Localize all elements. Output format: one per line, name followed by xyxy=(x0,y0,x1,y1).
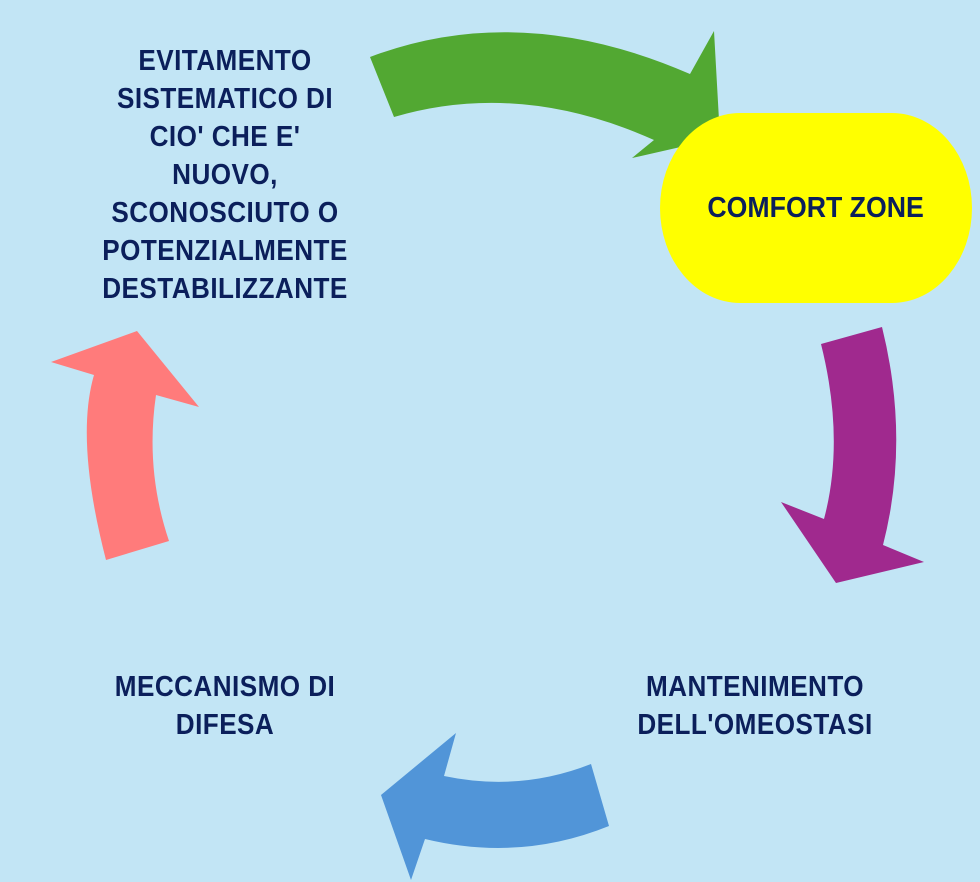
avoidance-line: EVITAMENTO xyxy=(138,45,312,77)
homeostasis-label: MANTENIMENTO DELL'OMEOSTASI xyxy=(607,668,904,744)
homeostasis-line: MANTENIMENTO xyxy=(645,671,865,703)
defense-line: MECCANISMO DI xyxy=(114,671,336,703)
avoidance-line: SISTEMATICO DI xyxy=(116,83,334,115)
avoidance-line: DESTABILIZZANTE xyxy=(102,273,348,305)
avoidance-line: POTENZIALMENTE xyxy=(102,235,348,267)
avoidance-line: SCONOSCIUTO O xyxy=(111,197,339,229)
comfort-zone-node: COMFORT ZONE xyxy=(660,113,972,303)
avoidance-label: EVITAMENTO SISTEMATICO DI CIO' CHE E' NU… xyxy=(77,42,374,308)
avoidance-line: CIO' CHE E' xyxy=(149,121,301,153)
green-arrow xyxy=(370,31,720,158)
blue-arrow xyxy=(381,733,609,880)
defense-label: MECCANISMO DI DIFESA xyxy=(77,668,374,744)
pink-arrow xyxy=(51,331,199,560)
purple-arrow xyxy=(781,327,924,583)
avoidance-line: NUOVO, xyxy=(172,159,278,191)
homeostasis-line: DELL'OMEOSTASI xyxy=(637,709,873,741)
defense-line: DIFESA xyxy=(175,709,275,741)
comfort-zone-label: COMFORT ZONE xyxy=(707,191,925,224)
